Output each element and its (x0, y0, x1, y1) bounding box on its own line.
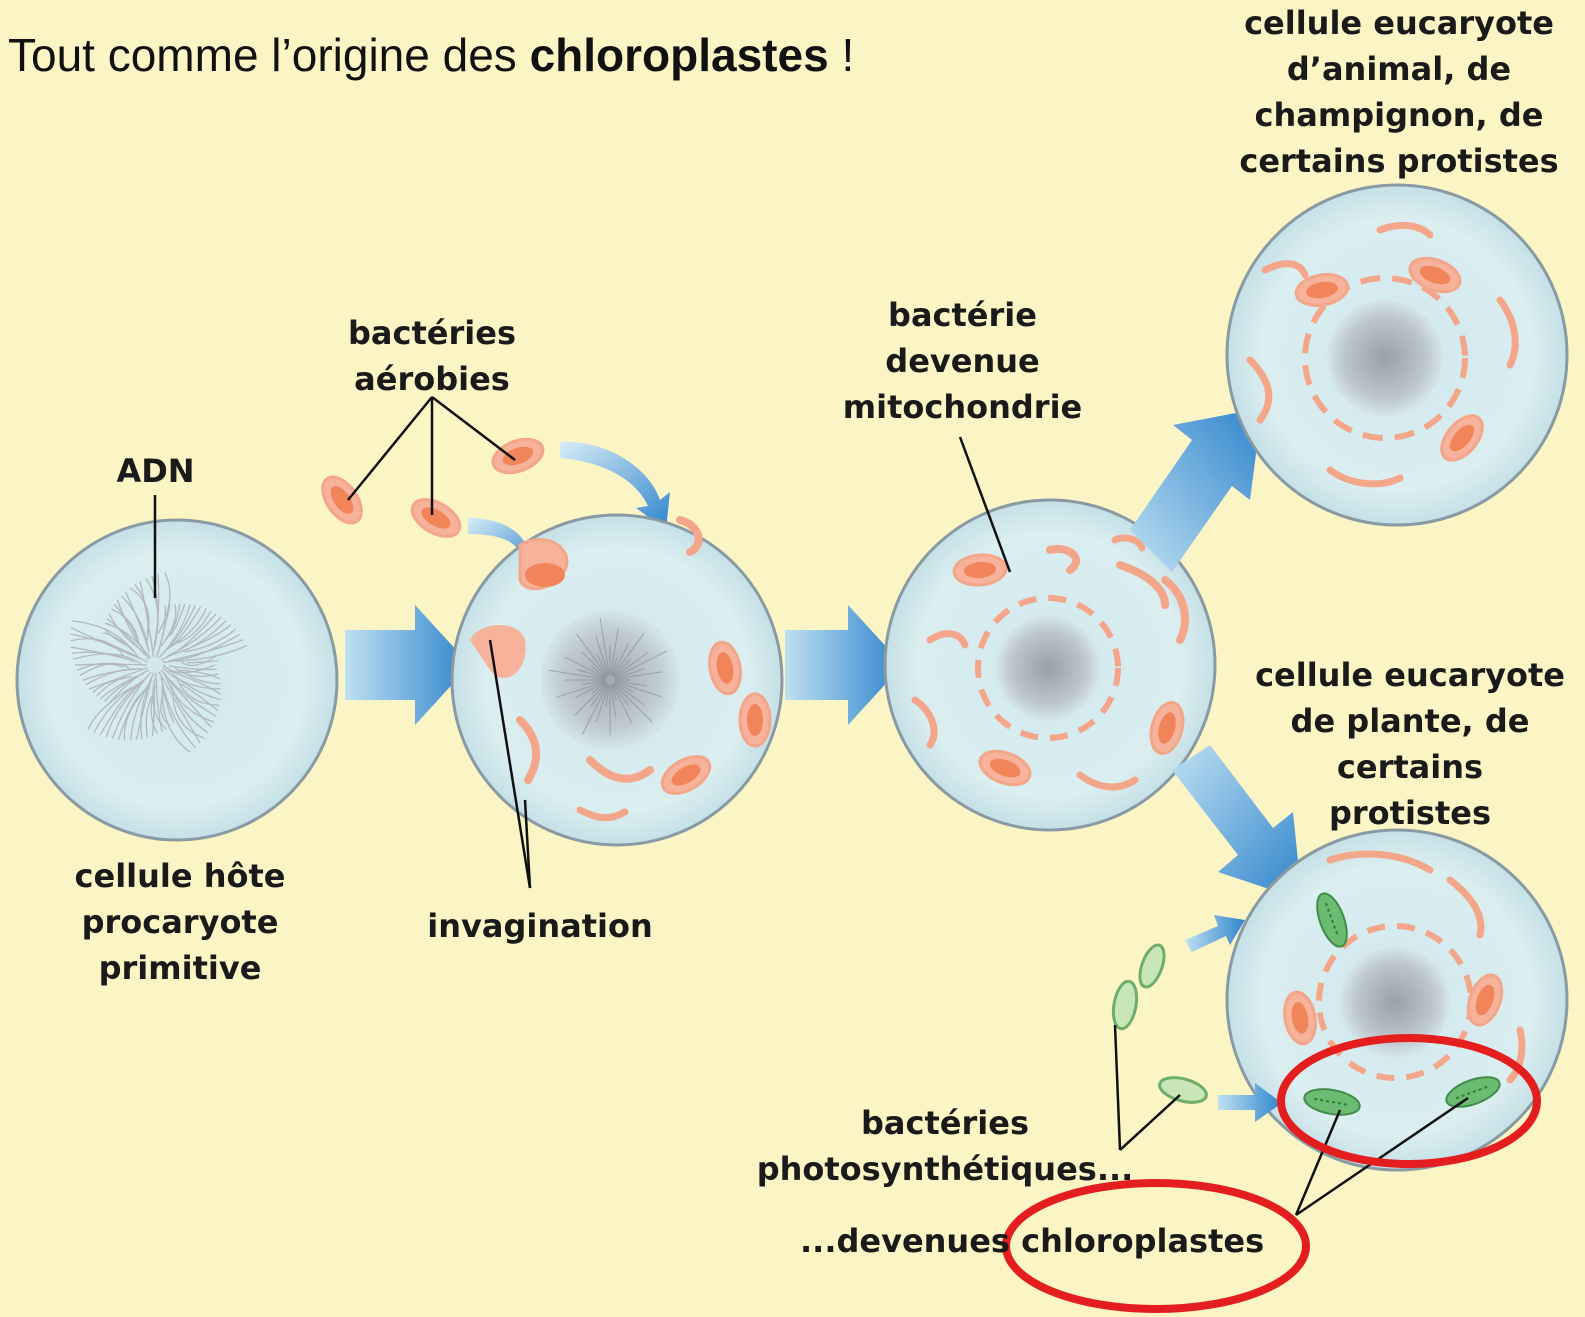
slide-heading: Tout comme l’origine des chloroplastes ! (8, 28, 854, 82)
label-cellule-hote-line3: primitive (60, 945, 300, 991)
heading-suffix: ! (829, 29, 855, 81)
label-cellule-plante-line3: certains (1240, 744, 1580, 790)
arrow-to-animal-cell (1130, 408, 1262, 572)
heading-prefix: Tout comme l’origine des (8, 29, 530, 81)
label-devenues-chloroplastes: ...devenues chloroplastes (800, 1218, 1300, 1264)
label-adn-text: ADN (98, 448, 213, 494)
label-bacteries-photo-line2: photosynthétiques... (745, 1146, 1145, 1192)
label-cellule-animal-line1: cellule eucaryote (1224, 0, 1574, 46)
photosynthetic-bacteria (1110, 942, 1209, 1107)
label-cellule-plante-line1: cellule eucaryote (1240, 652, 1580, 698)
label-bacterie-mitochondrie-line1: bactérie (830, 292, 1095, 338)
invagination-cell (452, 515, 782, 845)
label-bacterie-mitochondrie-line3: mitochondrie (830, 384, 1095, 430)
label-cellule-hote-line2: procaryote (60, 899, 300, 945)
label-bacteries-aerobies-line1: bactéries (322, 310, 542, 356)
label-bacteries-photosynthetiques: bactéries photosynthétiques... (745, 1100, 1145, 1192)
label-cellule-plante-line2: de plante, de (1240, 698, 1580, 744)
heading-emphasis: chloroplastes (530, 29, 829, 81)
label-cellule-animal-line3: champignon, de (1224, 92, 1574, 138)
label-cellule-animal-line4: certains protistes (1224, 138, 1574, 184)
label-cellule-plante: cellule eucaryote de plante, de certains… (1240, 652, 1580, 836)
label-cellule-plante-line4: protistes (1240, 790, 1580, 836)
label-cellule-animal: cellule eucaryote d’animal, de champigno… (1224, 0, 1574, 184)
label-bacteries-photo-line1: bactéries (745, 1100, 1145, 1146)
label-bacteries-aerobies: bactéries aérobies (322, 310, 542, 402)
label-bacterie-mitochondrie: bactérie devenue mitochondrie (830, 292, 1095, 430)
plant-cell (1227, 830, 1567, 1170)
host-cell (17, 520, 337, 840)
label-cellule-animal-line2: d’animal, de (1224, 46, 1574, 92)
label-invagination: invagination (415, 903, 665, 949)
label-devenues-chloroplastes-word: chloroplastes (1021, 1222, 1264, 1260)
label-cellule-hote: cellule hôte procaryote primitive (60, 853, 300, 991)
label-bacteries-aerobies-line2: aérobies (322, 356, 542, 402)
label-adn: ADN (98, 448, 213, 494)
label-bacterie-mitochondrie-line2: devenue (830, 338, 1095, 384)
animal-cell (1227, 185, 1567, 525)
label-invagination-text: invagination (415, 903, 665, 949)
label-devenues-prefix: ...devenues (800, 1222, 1021, 1260)
label-cellule-hote-line1: cellule hôte (60, 853, 300, 899)
